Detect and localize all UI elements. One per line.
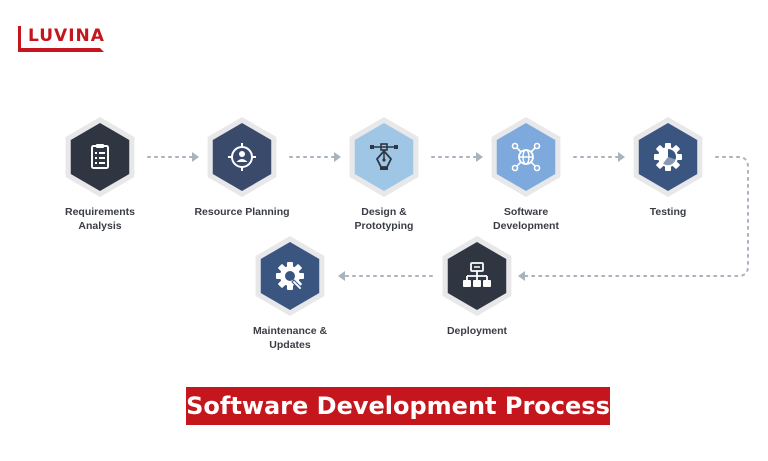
step-label: Software Development xyxy=(493,206,559,232)
step-testing xyxy=(628,117,708,197)
step-maintenance-updates xyxy=(250,236,330,316)
step-deployment xyxy=(437,236,517,316)
step-label: Design & Prototyping xyxy=(354,206,414,232)
step-design-prototyping xyxy=(344,117,424,197)
gear-chart-icon xyxy=(654,143,682,171)
step-resource-planning xyxy=(202,117,282,197)
server-hierarchy-icon xyxy=(463,262,491,287)
title-banner: Software Development Process xyxy=(186,387,610,425)
checklist-icon xyxy=(91,144,109,169)
step-label: Testing xyxy=(649,206,687,218)
page-title: Software Development Process xyxy=(186,392,610,420)
step-label: Maintenance & Updates xyxy=(252,325,328,351)
step-label: Requirements Analysis xyxy=(64,206,136,232)
target-person-icon xyxy=(228,143,256,171)
pen-tool-icon xyxy=(370,143,398,170)
gear-wrench-icon xyxy=(276,262,304,291)
step-label: Resource Planning xyxy=(194,206,290,218)
step-label: Deployment xyxy=(446,325,508,337)
step-requirements-analysis xyxy=(60,117,140,197)
network-globe-icon xyxy=(511,142,541,172)
step-software-development xyxy=(486,117,566,197)
logo-text: LUVINA xyxy=(28,26,105,46)
luvina-logo: LUVINA xyxy=(18,22,104,54)
